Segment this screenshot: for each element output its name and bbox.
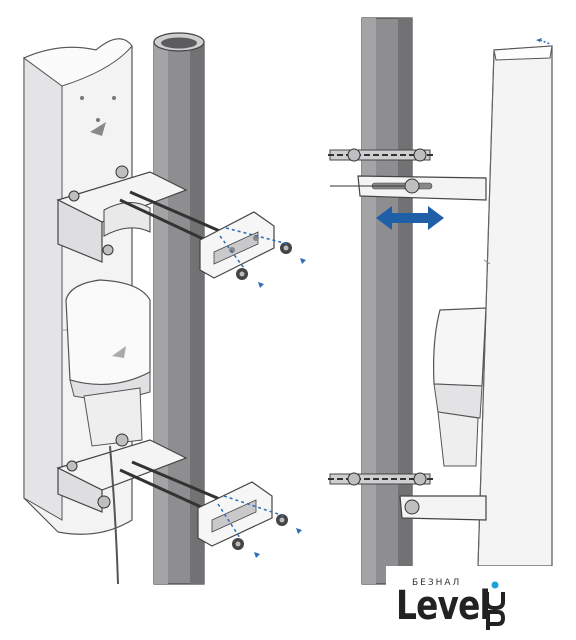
- right-upper-clamp: [328, 148, 487, 201]
- bolt-arrow-icon: [300, 258, 306, 264]
- bolt-arrow-icon: [296, 528, 302, 534]
- right-radio-unit: [433, 307, 487, 467]
- left-lower-bracket: [56, 433, 302, 585]
- bolt-arrow-icon: [254, 552, 260, 558]
- left-upper-bracket: [56, 165, 306, 288]
- logo-up-mark: [485, 581, 506, 630]
- right-pole: [361, 17, 413, 585]
- logo-watermark: БЕЗНАЛ Level: [386, 566, 576, 640]
- logo-small-text: БЕЗНАЛ: [412, 578, 462, 588]
- double-arrow-icon: [376, 206, 444, 230]
- right-antenna-panel: [477, 38, 553, 567]
- left-radio-unit: [65, 279, 151, 447]
- left-pole: [153, 32, 205, 585]
- left-assembly: [23, 32, 306, 585]
- bolt-arrow-icon: [258, 282, 264, 288]
- logo-big-text: Level: [396, 583, 491, 629]
- right-assembly: [328, 17, 553, 585]
- right-lower-clamp: [328, 472, 487, 521]
